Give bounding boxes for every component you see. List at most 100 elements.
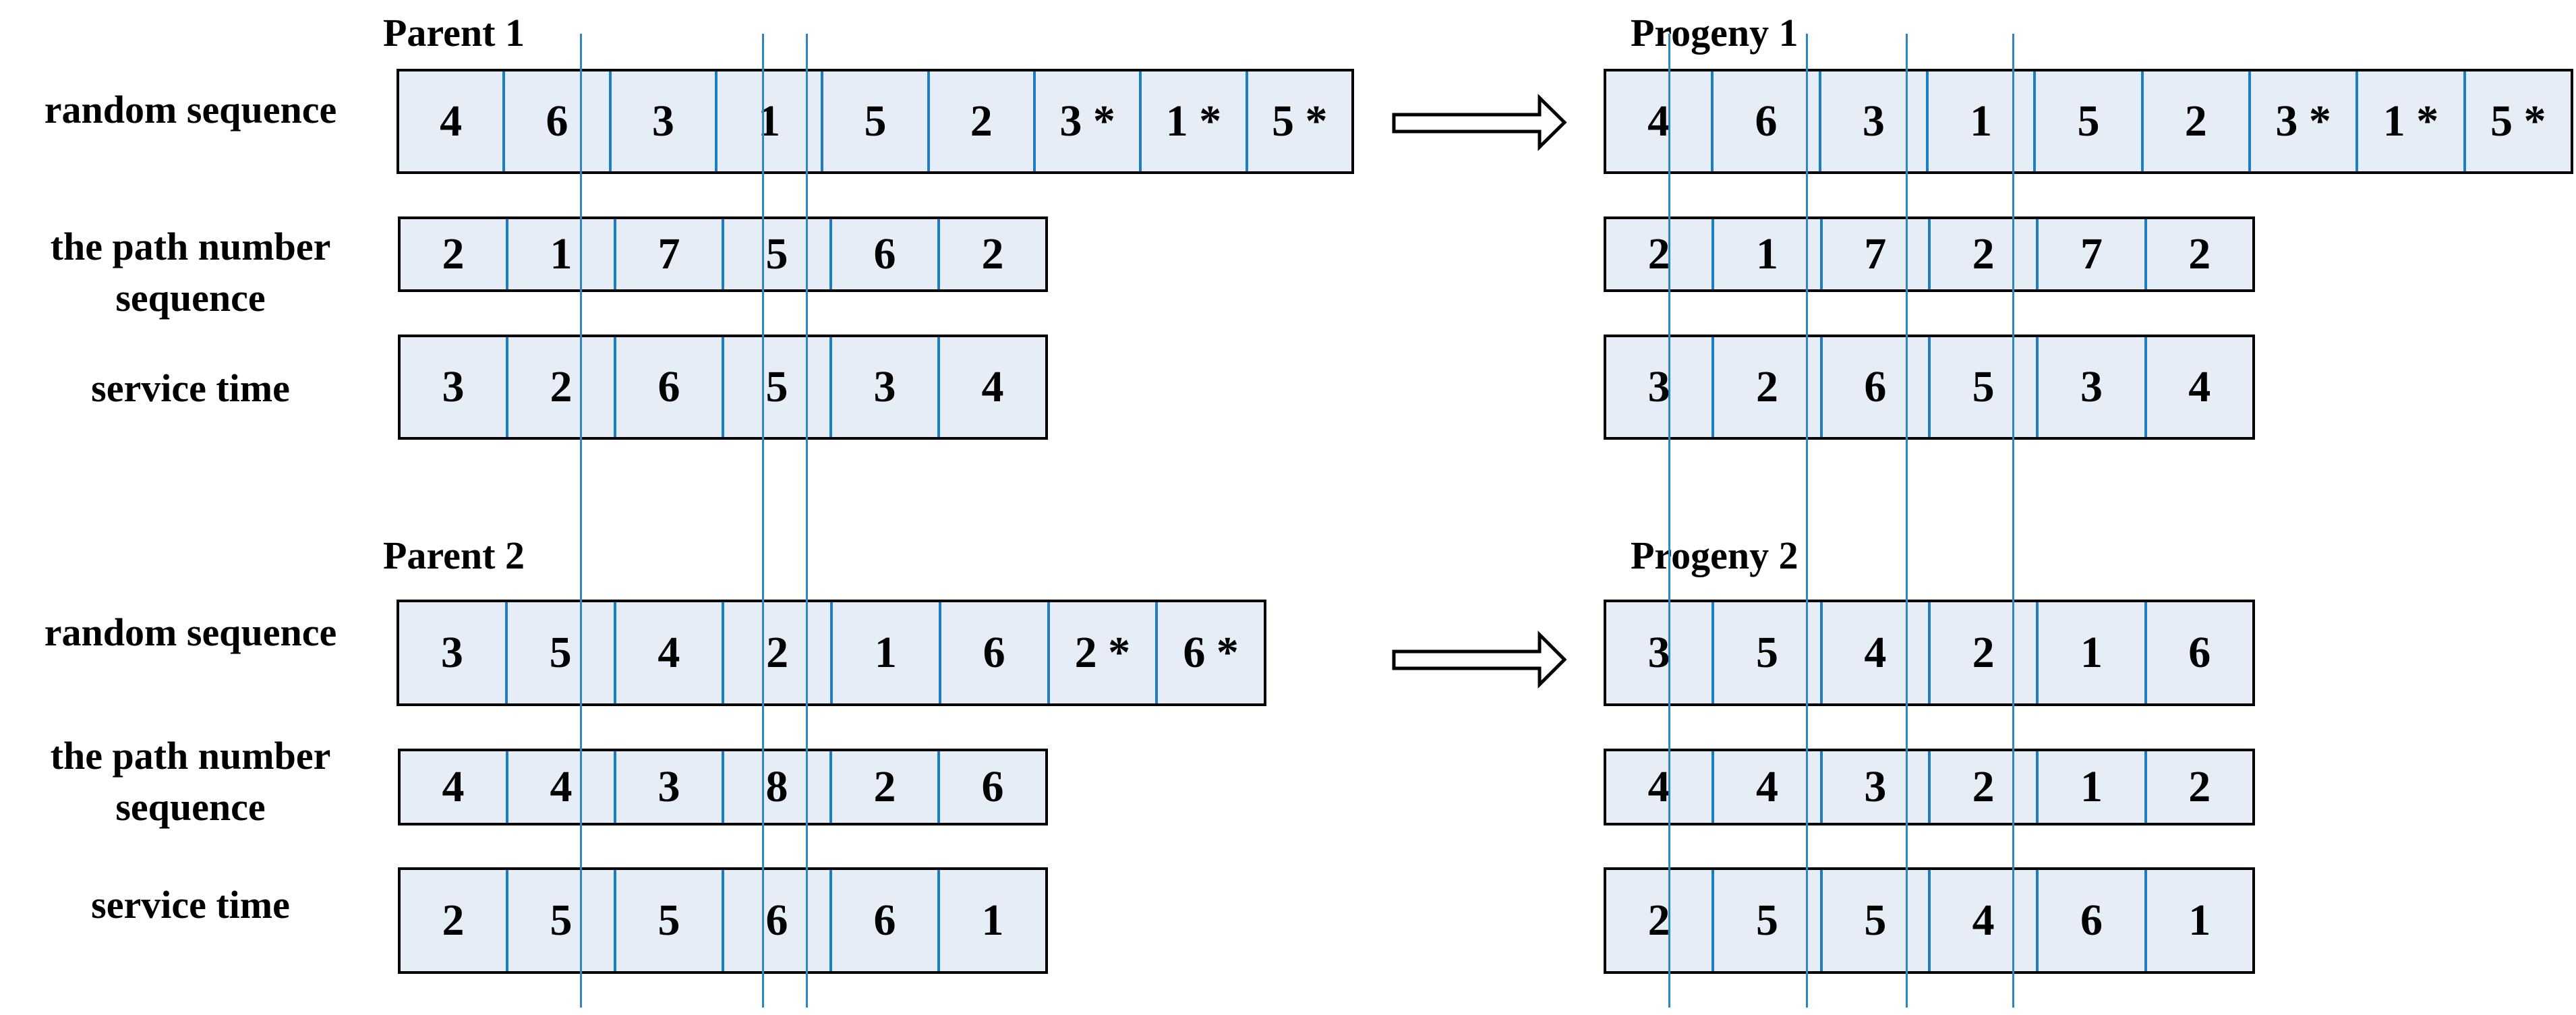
sequence-cell: 4 bbox=[1647, 762, 1670, 811]
sequence-cell: 5 bbox=[1927, 337, 2036, 437]
sequence-cell: 2 bbox=[442, 229, 465, 279]
sequence-cell: 5 bbox=[821, 71, 927, 171]
sequence-cell: 4 bbox=[442, 762, 465, 811]
sequence-cell: 4 bbox=[506, 751, 614, 823]
sequence-cell: 7 bbox=[1819, 219, 1928, 289]
row-label-path-number-sequence: the path number sequence bbox=[50, 734, 331, 829]
crossover-line bbox=[762, 34, 764, 1008]
sequence-cell: 2 bbox=[1927, 219, 2036, 289]
sequence-cell: 4 bbox=[440, 96, 463, 146]
crossover-line bbox=[2012, 34, 2014, 1008]
sequence-cell: 1 * bbox=[1139, 71, 1245, 171]
sequence-cell: 2 bbox=[442, 896, 465, 945]
row-label-random-sequence: random sequence bbox=[44, 88, 337, 132]
sequence-cell: 1 bbox=[2144, 870, 2252, 971]
crossover-line bbox=[1806, 34, 1808, 1008]
sequence-cell: 4 bbox=[1927, 870, 2036, 971]
sequence-cell: 4 bbox=[1711, 751, 1819, 823]
row-label-service-time: service time bbox=[91, 883, 290, 927]
sequence-cell: 6 bbox=[502, 71, 608, 171]
sequence-cell: 6 bbox=[722, 870, 829, 971]
sequence-cell: 5 * bbox=[1245, 71, 1351, 171]
sequence-cell: 3 bbox=[614, 751, 722, 823]
sequence-cell: 2 bbox=[1647, 229, 1670, 279]
sequence-cell: 1 bbox=[937, 870, 1045, 971]
sequence-cell: 2 bbox=[2144, 751, 2252, 823]
sequence-cell: 7 bbox=[614, 219, 722, 289]
sequence-cell: 6 bbox=[829, 870, 937, 971]
sequence-cell: 1 bbox=[1711, 219, 1819, 289]
block-arrow-right-icon bbox=[1392, 94, 1567, 151]
sequence-cell: 3 bbox=[2036, 337, 2144, 437]
parent1-title: Parent 1 bbox=[383, 11, 525, 55]
parent2-title: Parent 2 bbox=[383, 533, 525, 577]
sequence-cell: 2 bbox=[1927, 751, 2036, 823]
sequence-cell: 5 bbox=[614, 870, 722, 971]
sequence-cell: 7 bbox=[2036, 219, 2144, 289]
crossover-line bbox=[1668, 34, 1670, 1008]
row-label-service-time: service time bbox=[91, 366, 290, 410]
sequence-cell: 5 bbox=[1711, 870, 1819, 971]
sequence-cell: 1 bbox=[2036, 602, 2144, 703]
sequence-cell: 5 bbox=[1711, 602, 1819, 703]
sequence-cell: 4 bbox=[937, 337, 1045, 437]
sequence-cell: 6 bbox=[937, 751, 1045, 823]
crossover-line bbox=[806, 34, 808, 1008]
sequence-cell: 4 bbox=[613, 602, 722, 703]
crossover-line bbox=[580, 34, 582, 1008]
sequence-cell: 2 bbox=[829, 751, 937, 823]
sequence-cell: 6 bbox=[1711, 71, 1818, 171]
sequence-cell: 2 bbox=[1711, 337, 1819, 437]
sequence-cell: 5 bbox=[2033, 71, 2140, 171]
sequence-cell: 4 bbox=[2144, 337, 2252, 437]
sequence-cell: 5 bbox=[504, 602, 614, 703]
block-arrow-right-icon bbox=[1392, 630, 1567, 689]
sequence-cell: 1 * bbox=[2355, 71, 2463, 171]
sequence-cell: 4 bbox=[1647, 96, 1670, 146]
sequence-cell: 6 bbox=[829, 219, 937, 289]
sequence-cell: 2 bbox=[2144, 219, 2252, 289]
sequence-cell: 6 * bbox=[1155, 602, 1264, 703]
progeny1-title: Progeny 1 bbox=[1631, 11, 1798, 55]
sequence-cell: 6 bbox=[2036, 870, 2144, 971]
sequence-cell: 6 bbox=[938, 602, 1047, 703]
sequence-cell: 3 * bbox=[2248, 71, 2355, 171]
sequence-cell: 3 bbox=[829, 337, 937, 437]
sequence-cell: 2 bbox=[937, 219, 1045, 289]
sequence-cell: 1 bbox=[714, 71, 821, 171]
sequence-cell: 6 bbox=[614, 337, 722, 437]
sequence-cell: 3 * bbox=[1032, 71, 1139, 171]
sequence-cell: 8 bbox=[722, 751, 829, 823]
sequence-cell: 1 bbox=[1925, 71, 2033, 171]
sequence-cell: 5 bbox=[722, 219, 829, 289]
sequence-cell: 2 bbox=[927, 71, 1033, 171]
sequence-cell: 1 bbox=[830, 602, 939, 703]
sequence-cell: 6 bbox=[2144, 602, 2252, 703]
sequence-cell: 3 bbox=[442, 362, 465, 411]
sequence-cell: 5 bbox=[1819, 870, 1928, 971]
sequence-cell: 2 bbox=[722, 602, 830, 703]
sequence-cell: 1 bbox=[506, 219, 614, 289]
sequence-cell: 2 bbox=[1927, 602, 2036, 703]
crossover-line bbox=[1906, 34, 1908, 1008]
sequence-cell: 3 bbox=[1819, 751, 1928, 823]
row-label-path-number-sequence: the path number sequence bbox=[50, 225, 331, 320]
sequence-cell: 3 bbox=[1647, 628, 1670, 677]
sequence-cell: 1 bbox=[2036, 751, 2144, 823]
sequence-cell: 2 bbox=[2140, 71, 2248, 171]
sequence-cell: 3 bbox=[440, 628, 463, 677]
sequence-cell: 3 bbox=[1647, 362, 1670, 411]
